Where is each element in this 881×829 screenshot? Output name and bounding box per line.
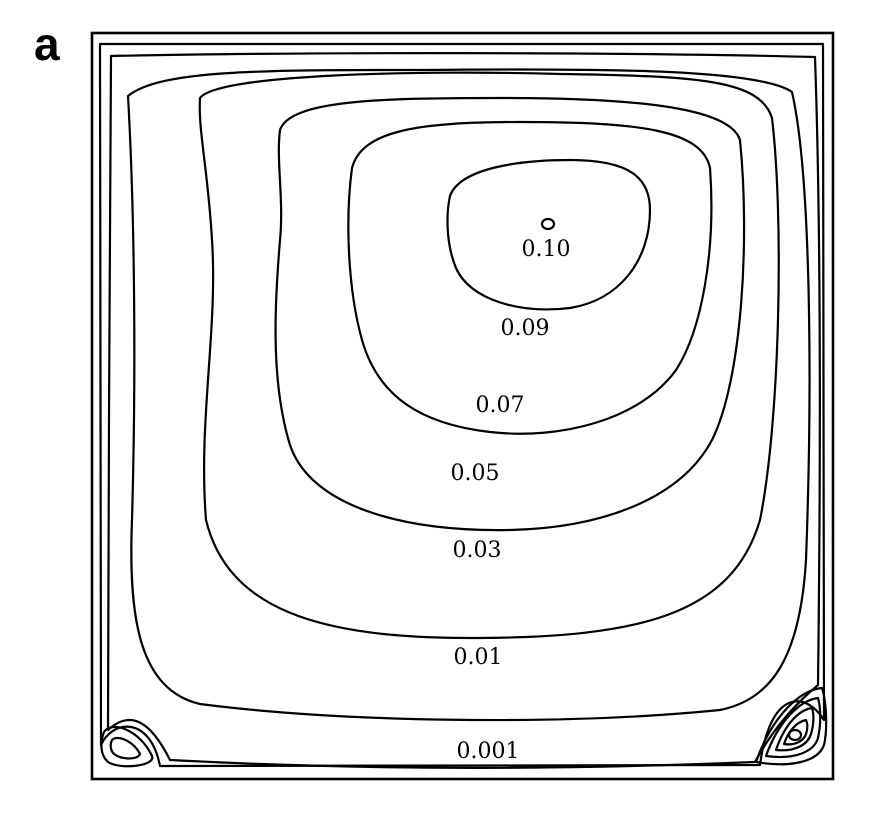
contour-line-0-01	[126, 68, 811, 722]
corner-eddy-right-4	[782, 718, 809, 746]
contour-line-0-07	[347, 120, 713, 435]
contour-label-0-01: 0.01	[454, 645, 503, 670]
contour-label-0-001: 0.001	[457, 739, 520, 764]
contour-line-0-03	[198, 71, 780, 640]
corner-eddy-right-center	[787, 728, 803, 742]
corner-eddy-left-outer	[100, 726, 154, 768]
panel-label: a	[34, 18, 60, 70]
contour-label-0-10: 0.10	[522, 237, 571, 262]
contour-label-0-07: 0.07	[476, 393, 525, 418]
contour-label-0-03: 0.03	[453, 538, 502, 563]
contour-line-0-09	[446, 158, 652, 311]
corner-eddy-right-1	[754, 686, 828, 766]
contour-label-0-05: 0.05	[451, 461, 500, 486]
contour-line-0-05	[274, 96, 746, 532]
contour-label-0-09: 0.09	[501, 316, 550, 341]
corner-eddy-right-3	[774, 706, 815, 752]
corner-eddy-right-2	[764, 696, 822, 759]
contour-lines	[98, 42, 828, 769]
contour-line-0-10	[540, 217, 556, 231]
cavity-frame	[90, 31, 835, 781]
contour-labels: 0.10 0.09 0.07 0.05 0.03 0.01 0.001	[451, 237, 571, 764]
corner-eddy-left-inner	[109, 736, 142, 760]
